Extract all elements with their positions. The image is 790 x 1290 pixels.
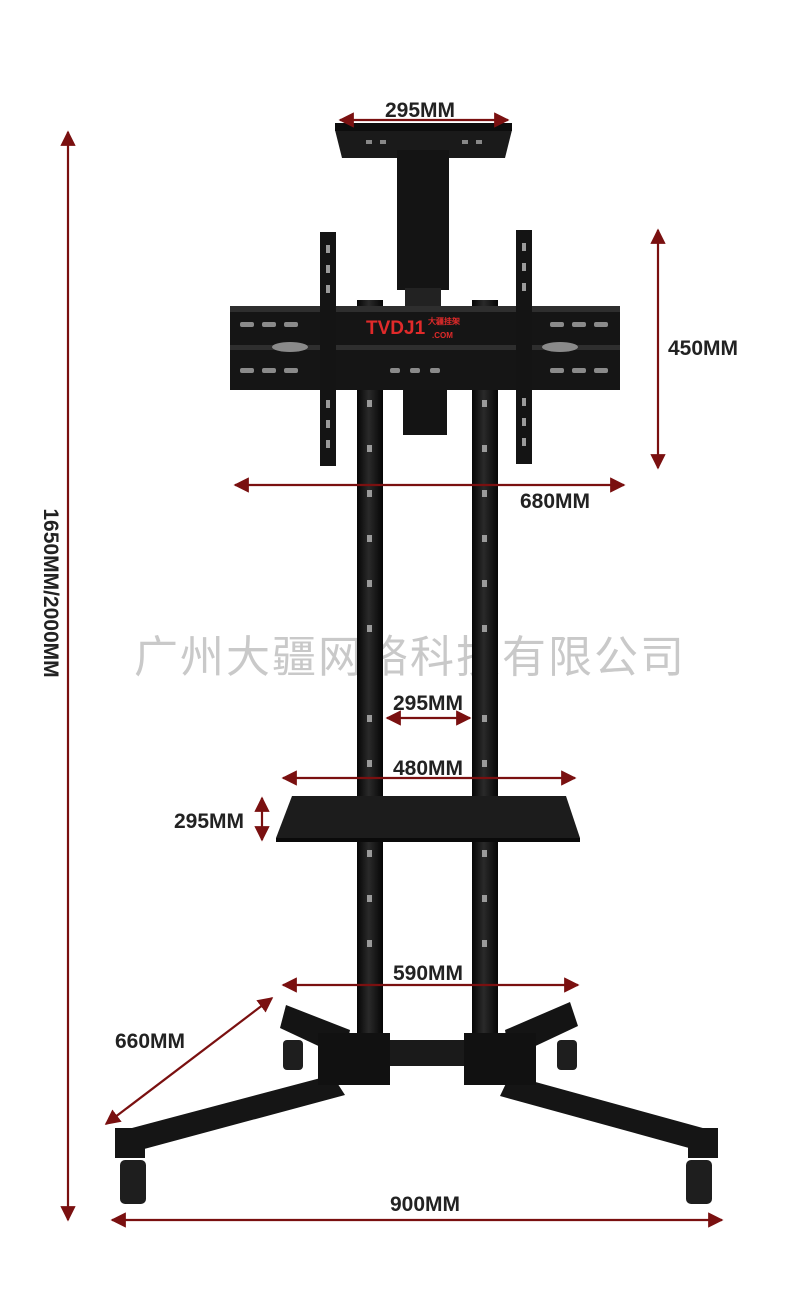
- label-base-span: 590MM: [393, 962, 463, 985]
- poles: [357, 300, 498, 1042]
- tv-bracket: [230, 230, 620, 466]
- label-bracket-width: 680MM: [520, 490, 590, 513]
- label-total-height: 1650MM/2000MM: [39, 508, 62, 677]
- brand-logo: TVDJ1 大疆挂架 .COM: [366, 316, 460, 340]
- arrow-leg-length: [104, 997, 274, 1125]
- label-bracket-height: 450MM: [668, 337, 738, 360]
- label-shelf-width: 480MM: [393, 757, 463, 780]
- shelf: [276, 796, 580, 842]
- casters: [120, 1040, 712, 1204]
- logo-domain-text: .COM: [432, 331, 453, 340]
- label-shelf-depth: 295MM: [174, 810, 244, 833]
- label-leg-length: 660MM: [115, 1030, 185, 1053]
- logo-main-text: TVDJ1: [366, 318, 426, 339]
- label-top-tray: 295MM: [385, 99, 455, 122]
- label-base-width: 900MM: [390, 1193, 460, 1216]
- watermark-text: 广州大疆网络科技有限公司: [134, 632, 686, 683]
- dimension-arrows: [60, 112, 724, 1228]
- logo-sub-text: 大疆挂架: [428, 316, 460, 326]
- base: [115, 1002, 718, 1158]
- label-pole-spacing: 295MM: [393, 692, 463, 715]
- top-tray: [335, 123, 512, 308]
